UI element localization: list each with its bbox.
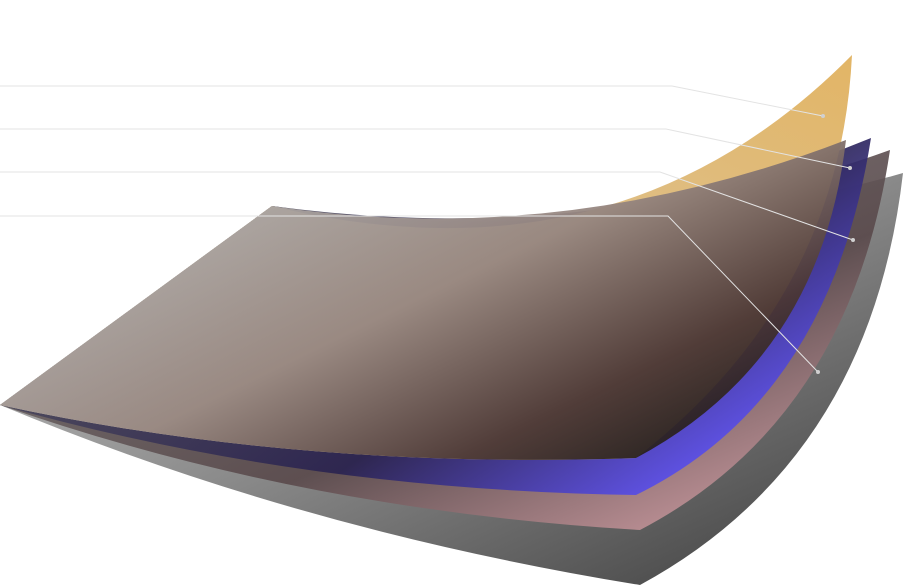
callout-dot-gold — [821, 114, 825, 118]
callout-dot-blue — [848, 166, 852, 170]
callout-line-blue — [0, 128, 851, 169]
callout-dot-base — [816, 370, 820, 374]
callout-line-pink — [0, 171, 854, 241]
callout-line-base — [0, 215, 819, 373]
callout-line-gold — [0, 85, 824, 117]
front-sheet — [0, 140, 846, 460]
callout-dot-pink — [851, 238, 855, 242]
callouts — [0, 85, 854, 373]
